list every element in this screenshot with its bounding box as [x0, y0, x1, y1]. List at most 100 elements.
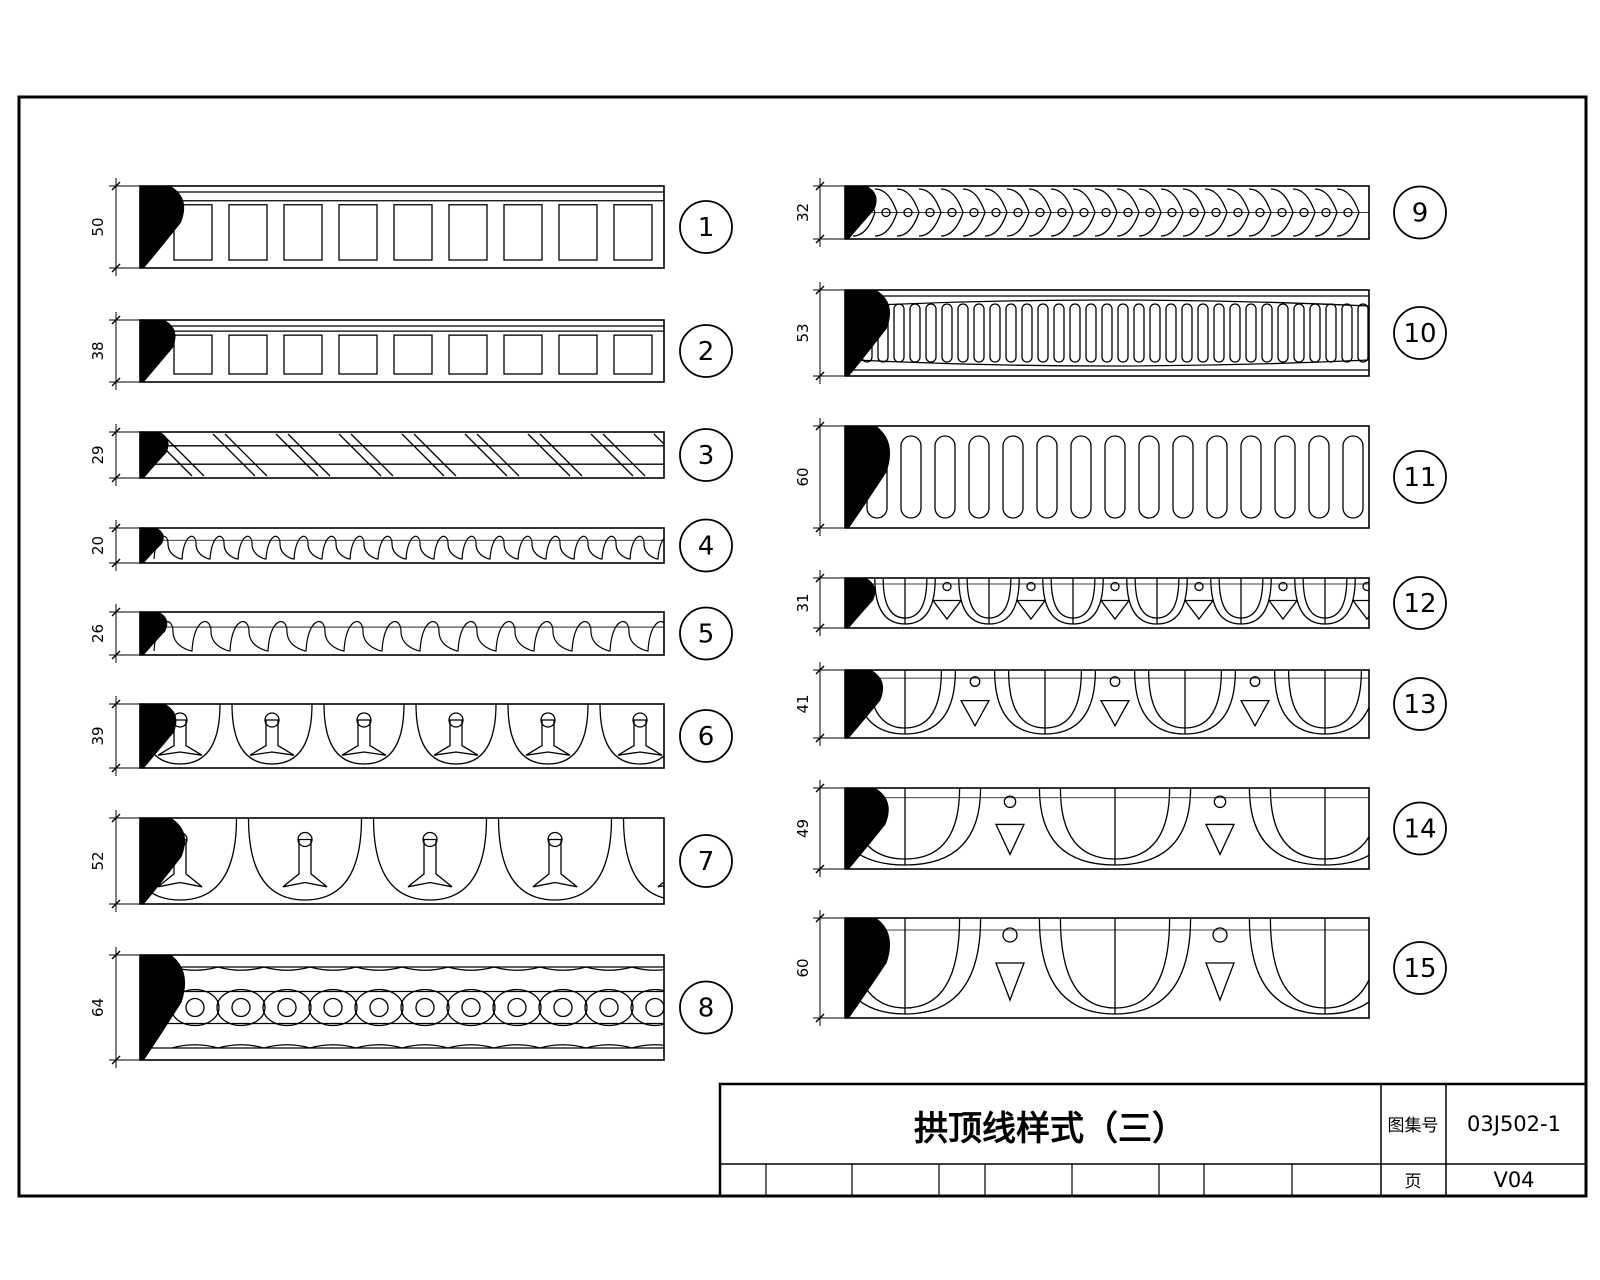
- height-dimension: 38: [89, 312, 140, 390]
- height-value: 31: [794, 593, 812, 612]
- atlas-number: 03J502-1: [1467, 1112, 1561, 1136]
- height-dimension: 41: [794, 662, 844, 746]
- height-value: 32: [794, 203, 812, 222]
- item-number: 10: [1403, 319, 1436, 349]
- item-number-circle: 1: [679, 200, 733, 254]
- item-number: 12: [1403, 589, 1436, 619]
- molding-15: 60 15: [794, 910, 1447, 1026]
- height-dimension: 60: [794, 910, 844, 1026]
- item-number: 4: [698, 532, 715, 562]
- section-profile: [140, 320, 176, 382]
- item-number: 8: [698, 994, 715, 1024]
- item-number-circle: 7: [679, 834, 733, 888]
- molding-9: 32 9: [794, 178, 1447, 247]
- section-profile: [140, 186, 185, 268]
- molding-14: 49 14: [794, 780, 1447, 877]
- height-value: 38: [89, 341, 107, 360]
- section-profile: [140, 704, 177, 768]
- molding-8: 64 8: [89, 947, 733, 1068]
- molding-2: 38 2: [89, 312, 733, 390]
- molding-outline: [844, 425, 1370, 529]
- ornament-pattern: [170, 325, 664, 375]
- ornament-pattern: [153, 535, 664, 560]
- molding-10: 53 10: [794, 282, 1447, 384]
- height-dimension: 49: [794, 780, 844, 877]
- item-number: 1: [698, 213, 715, 243]
- page-number: V04: [1493, 1168, 1534, 1192]
- item-number-circle: 8: [679, 980, 733, 1035]
- height-dimension: 60: [794, 418, 844, 536]
- item-number: 5: [698, 620, 715, 650]
- item-number-circle: 5: [679, 606, 733, 661]
- height-dimension: 50: [89, 178, 140, 276]
- ornament-pattern: [845, 918, 1369, 1015]
- item-number-circle: 2: [679, 324, 733, 378]
- item-number-circle: 6: [679, 709, 733, 763]
- ornament-pattern: [845, 670, 1369, 735]
- height-dimension: 53: [794, 282, 844, 384]
- height-value: 64: [89, 998, 107, 1017]
- item-number-circle: 11: [1393, 450, 1447, 504]
- item-number: 15: [1403, 954, 1436, 984]
- height-dimension: 20: [89, 520, 140, 571]
- item-number: 13: [1403, 690, 1436, 720]
- ornament-pattern: [140, 966, 664, 1049]
- height-value: 39: [89, 726, 107, 745]
- height-value: 20: [89, 536, 107, 555]
- height-value: 49: [794, 819, 812, 838]
- height-value: 60: [794, 467, 812, 486]
- ornament-pattern: [845, 578, 1369, 625]
- ornament-pattern: [845, 788, 1369, 866]
- molding-7: 52 7: [89, 810, 733, 912]
- height-value: 52: [89, 851, 107, 870]
- item-number-circle: 4: [679, 518, 733, 573]
- height-dimension: 52: [89, 810, 140, 912]
- ornament-pattern: [153, 621, 664, 652]
- ornament-pattern: [852, 188, 1369, 237]
- title-block: 拱顶线样式（三） 图集号 03J502-1 页 V04: [718, 1082, 1586, 1196]
- height-value: 50: [89, 217, 107, 236]
- molding-drawings: 50 1 38 2 29 3 20 4 26 5 39 6 52 7 64 8 32 9 53 10 60 11 31 12 4…: [89, 178, 1447, 1068]
- item-number: 9: [1412, 199, 1429, 229]
- item-number-circle: 13: [1393, 677, 1447, 731]
- molding-12: 31 12: [794, 570, 1447, 636]
- item-number: 6: [698, 722, 715, 752]
- section-profile: [140, 818, 186, 904]
- item-number-circle: 15: [1393, 941, 1447, 995]
- height-value: 41: [794, 694, 812, 713]
- height-dimension: 31: [794, 570, 844, 636]
- molding-outline: [844, 917, 1370, 1019]
- item-number-circle: 14: [1393, 801, 1447, 856]
- molding-5: 26 5: [89, 604, 733, 663]
- height-value: 29: [89, 445, 107, 464]
- item-number: 2: [698, 337, 715, 367]
- ornament-pattern: [140, 704, 664, 765]
- sheet-frame: [17, 95, 1588, 1198]
- height-value: 26: [89, 624, 107, 643]
- item-number-circle: 9: [1393, 185, 1447, 240]
- ornament-pattern: [149, 433, 664, 477]
- molding-outline: [139, 703, 665, 769]
- section-profile: [140, 528, 164, 563]
- item-number: 11: [1403, 463, 1436, 493]
- ornament-pattern: [866, 435, 1364, 519]
- height-value: 53: [794, 323, 812, 342]
- atlas-number-label: 图集号: [1388, 1116, 1439, 1136]
- molding-13: 41 13: [794, 662, 1447, 746]
- ornament-pattern: [170, 191, 664, 261]
- height-dimension: 32: [794, 178, 844, 247]
- molding-outline: [844, 669, 1370, 739]
- molding-6: 39 6: [89, 696, 733, 776]
- molding-3: 29 3: [89, 424, 733, 486]
- height-dimension: 26: [89, 604, 140, 663]
- molding-4: 20 4: [89, 518, 733, 573]
- page-label: 页: [1405, 1172, 1422, 1192]
- item-number: 3: [698, 441, 715, 471]
- section-profile: [845, 670, 884, 738]
- section-profile: [845, 290, 891, 376]
- drawing-title: 拱顶线样式（三）: [914, 1109, 1186, 1149]
- section-profile: [140, 432, 169, 478]
- item-number-circle: 10: [1393, 306, 1447, 360]
- molding-outline: [139, 611, 665, 656]
